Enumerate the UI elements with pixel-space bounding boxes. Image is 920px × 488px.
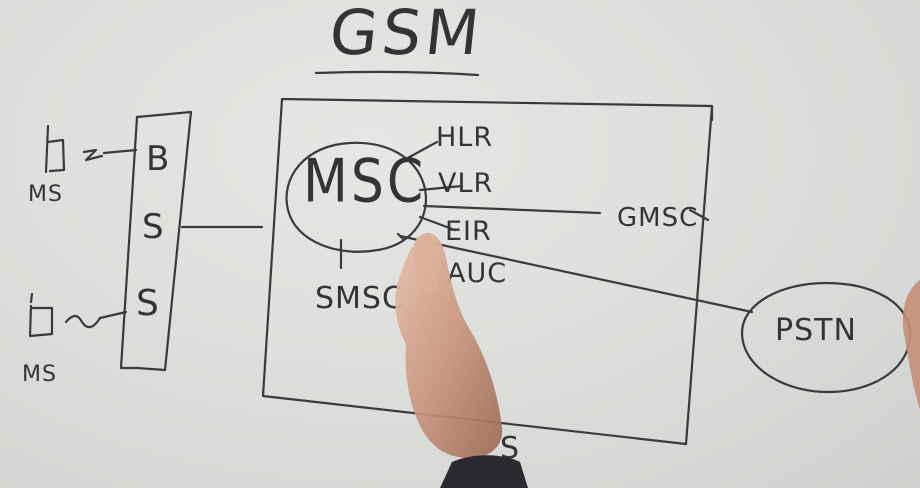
msc-label: MSC (303, 147, 427, 217)
hand-finger (414, 233, 440, 296)
bss-box (119, 110, 193, 372)
side-hand (902, 280, 920, 410)
bss-letter-s2: S (136, 283, 160, 324)
pstn-label: PSTN (775, 313, 857, 348)
hlr-label: HLR (436, 122, 494, 153)
nss-box (261, 97, 714, 446)
ms-bottom-phone (28, 292, 102, 338)
ms-bottom-label: MS (22, 362, 57, 387)
ms-top-link (102, 148, 138, 155)
ms-top-label: MS (28, 182, 63, 207)
bss-letter-s1: S (142, 207, 165, 247)
smsc-label: SMSC (315, 281, 404, 316)
ms-top-phone (44, 124, 104, 174)
sleeve (440, 455, 528, 488)
vlr-label: VLR (438, 168, 494, 199)
bottom-partial-label: S (500, 431, 521, 466)
gmsc-connector (422, 204, 602, 215)
gmsc-label: GMSC (617, 203, 699, 233)
msc-circle (285, 141, 428, 253)
pstn-circle (740, 281, 912, 394)
vlr-connector (418, 184, 464, 192)
gmsc-tick (688, 208, 710, 222)
pstn-connector (396, 232, 754, 314)
auc-label: AUC (447, 258, 508, 289)
hand-palm (395, 232, 503, 458)
eir-connector (418, 215, 457, 232)
title-underline (314, 70, 480, 77)
ms-bottom-link (98, 310, 128, 320)
bss-letter-b: B (146, 139, 171, 179)
hlr-connector (402, 140, 439, 162)
eir-label: EIR (445, 216, 492, 247)
